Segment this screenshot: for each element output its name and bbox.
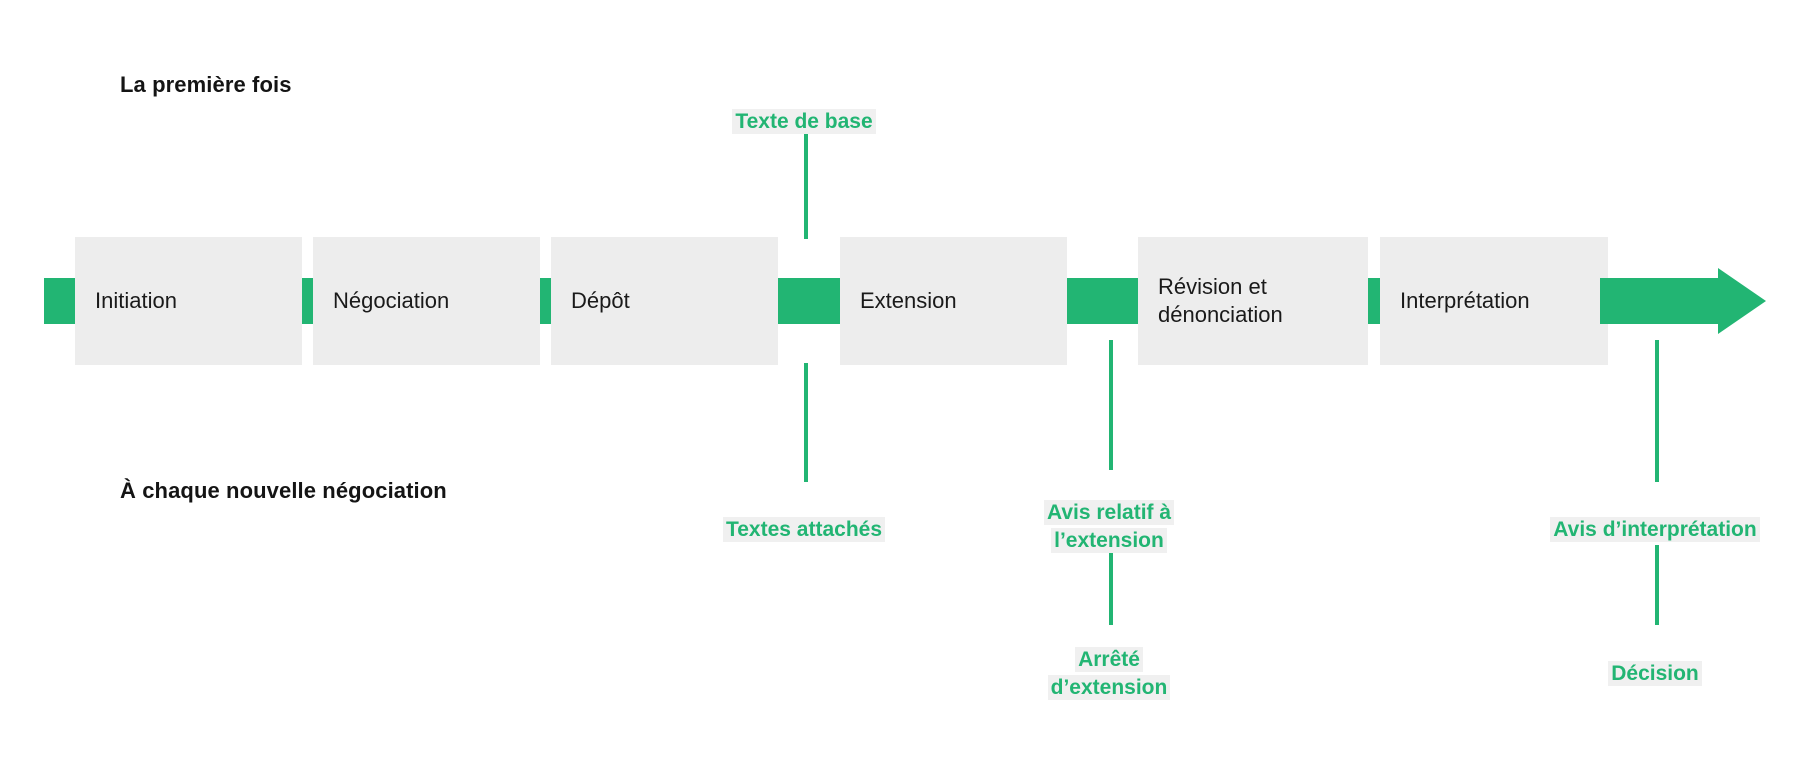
- stage-label-interpretation: Interprétation: [1400, 287, 1530, 313]
- callout-avis-relatif-extension: Avis relatif à l’extension: [959, 471, 1259, 555]
- callout-arrete-extension-text: Arrêté d’extension: [1047, 646, 1171, 700]
- flow-arrow-icon: [1600, 268, 1766, 334]
- callout-avis-interpretation: Avis d’interprétation: [1505, 488, 1805, 544]
- stage-label-initiation: Initiation: [95, 287, 177, 313]
- callout-decision-text: Décision: [1608, 660, 1702, 686]
- stage-box-negociation[interactable]: Négociation: [313, 237, 540, 365]
- callout-textes-attaches: Textes attachés: [654, 488, 954, 544]
- connector-chip-extension: [768, 278, 840, 324]
- stage-label-extension: Extension: [860, 287, 957, 313]
- leader-line-textes-attaches: [804, 363, 808, 482]
- callout-texte-de-base-text: Texte de base: [732, 108, 876, 134]
- callout-avis-interpretation-text: Avis d’interprétation: [1550, 516, 1760, 542]
- leader-line-avis-interpretation: [1655, 340, 1659, 482]
- callout-textes-attaches-text: Textes attachés: [722, 516, 886, 542]
- connector-chip-initiation: [44, 278, 76, 324]
- callout-texte-de-base: Texte de base: [654, 80, 954, 136]
- stage-box-depot[interactable]: Dépôt: [551, 237, 778, 365]
- leader-line-arrete-extension: [1109, 545, 1113, 625]
- stage-box-extension[interactable]: Extension: [840, 237, 1067, 365]
- stage-label-revision-denonciation: Révision et dénonciation: [1158, 273, 1283, 327]
- leader-line-texte-de-base: [804, 133, 808, 239]
- callout-arrete-extension: Arrêté d’extension: [959, 618, 1259, 702]
- stage-box-interpretation[interactable]: Interprétation: [1380, 237, 1608, 365]
- stage-label-depot: Dépôt: [571, 287, 630, 313]
- callout-avis-relatif-extension-text: Avis relatif à l’extension: [1043, 499, 1175, 553]
- heading-each-new-negotiation: À chaque nouvelle négociation: [120, 478, 447, 503]
- connector-chip-revision: [1066, 278, 1138, 324]
- stage-box-initiation[interactable]: Initiation: [75, 237, 302, 365]
- callout-decision: Décision: [1505, 632, 1805, 688]
- leader-line-decision: [1655, 545, 1659, 625]
- stage-label-negociation: Négociation: [333, 287, 450, 313]
- leader-line-avis-relatif-extension: [1109, 340, 1113, 470]
- stage-box-revision-denonciation[interactable]: Révision et dénonciation: [1138, 237, 1368, 365]
- heading-first-time: La première fois: [120, 72, 292, 97]
